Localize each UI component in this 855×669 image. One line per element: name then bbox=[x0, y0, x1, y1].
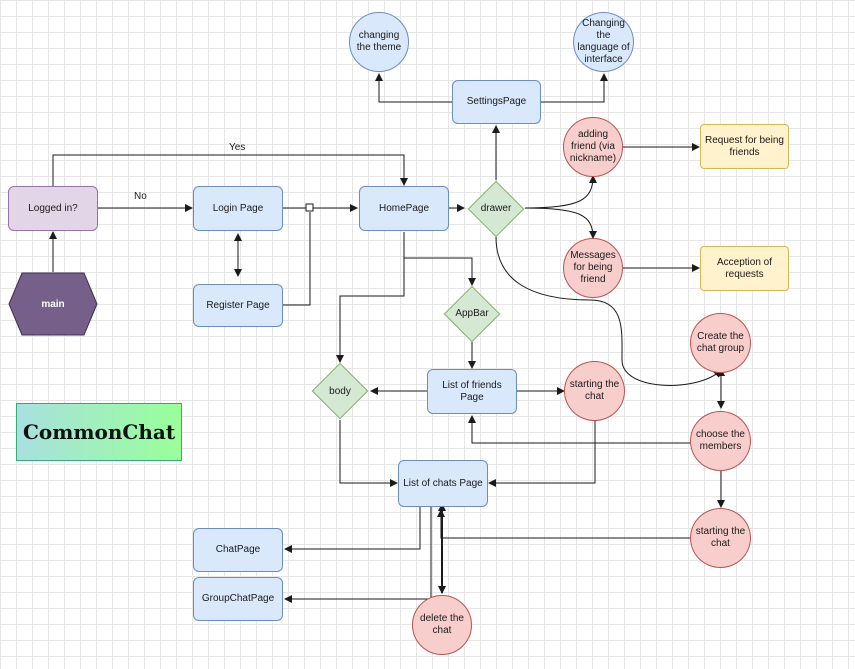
node-request-friends[interactable]: Request for being friends bbox=[700, 124, 789, 169]
node-register-page[interactable]: Register Page bbox=[193, 284, 283, 327]
node-acception-requests[interactable]: Acception of requests bbox=[700, 246, 789, 291]
node-changing-theme-label: changing the theme bbox=[356, 30, 402, 53]
title-text: CommonChat bbox=[22, 420, 176, 444]
edge-chats-chatpage bbox=[284, 507, 421, 553]
node-login-page[interactable]: Login Page bbox=[193, 186, 283, 231]
node-list-chats-label: List of chats Page bbox=[403, 477, 483, 489]
node-login-page-label: Login Page bbox=[212, 202, 264, 214]
node-body-label: body bbox=[329, 385, 351, 397]
edge-home-body bbox=[336, 232, 405, 363]
node-changing-language-label: Changing the language of interface bbox=[577, 18, 630, 65]
node-request-friends-label: Request for being friends bbox=[705, 134, 784, 158]
node-acception-requests-label: Acception of requests bbox=[716, 256, 773, 280]
node-home-page[interactable]: HomePage bbox=[359, 186, 449, 231]
edge-settings-language bbox=[541, 73, 608, 103]
node-starting-chat-group-label: starting the chat bbox=[695, 526, 746, 549]
node-logged-in-label: Logged in? bbox=[28, 202, 78, 214]
node-register-page-label: Register Page bbox=[206, 299, 270, 311]
node-choose-members[interactable]: choose the members bbox=[690, 411, 751, 471]
node-changing-language[interactable]: Changing the language of interface bbox=[573, 12, 634, 72]
edge-drawer-create bbox=[495, 236, 722, 386]
edge-yes bbox=[52, 154, 408, 186]
node-create-group-label: Create the chat group bbox=[696, 331, 745, 354]
node-list-friends[interactable]: List of friends Page bbox=[427, 369, 517, 414]
title-logo: CommonChat bbox=[16, 403, 182, 461]
node-starting-chat-friend[interactable]: starting the chat bbox=[564, 361, 625, 421]
node-settings-page-label: SettingsPage bbox=[466, 96, 527, 107]
node-drawer[interactable]: drawer bbox=[466, 180, 526, 237]
node-main-label: main bbox=[41, 298, 65, 310]
junction-point bbox=[305, 203, 314, 212]
edge-choose-friends bbox=[468, 415, 691, 444]
node-home-page-label: HomePage bbox=[378, 202, 430, 214]
node-group-chat-page[interactable]: GroupChatPage bbox=[193, 577, 283, 621]
node-chat-page-label: ChatPage bbox=[215, 544, 261, 555]
edge-body-chats bbox=[339, 420, 398, 487]
node-adding-friend[interactable]: adding friend (via nickname) bbox=[563, 117, 623, 177]
node-settings-page[interactable]: SettingsPage bbox=[452, 80, 541, 124]
node-messages-friend-label: Messages for being friend bbox=[570, 250, 616, 285]
node-delete-chat[interactable]: delete the chat bbox=[412, 595, 472, 655]
node-appbar[interactable]: AppBar bbox=[442, 285, 502, 342]
hexagon-shape bbox=[8, 272, 98, 336]
edge-label-yes: Yes bbox=[229, 142, 246, 153]
edge-drawer-messages bbox=[524, 207, 597, 239]
node-create-group[interactable]: Create the chat group bbox=[690, 313, 751, 373]
node-delete-chat-label: delete the chat bbox=[420, 613, 464, 636]
node-changing-theme[interactable]: changing the theme bbox=[349, 12, 409, 72]
node-adding-friend-label: adding friend (via nickname) bbox=[569, 129, 617, 164]
node-chat-page[interactable]: ChatPage bbox=[193, 528, 283, 572]
node-starting-chat-group[interactable]: starting the chat bbox=[690, 508, 751, 568]
node-choose-members-label: choose the members bbox=[696, 429, 745, 452]
node-group-chat-page-label: GroupChatPage bbox=[201, 593, 275, 604]
edge-register-junction bbox=[283, 212, 311, 306]
edge-label-no: No bbox=[134, 191, 147, 202]
edge-drawer-adding bbox=[524, 175, 597, 209]
edge-startingfriend-chats bbox=[488, 420, 596, 487]
node-list-chats[interactable]: List of chats Page bbox=[398, 460, 488, 507]
node-main[interactable]: main bbox=[8, 272, 98, 336]
node-messages-friend[interactable]: Messages for being friend bbox=[563, 238, 623, 298]
node-list-friends-label: List of friends Page bbox=[442, 379, 502, 403]
node-appbar-label: AppBar bbox=[455, 308, 489, 319]
node-drawer-label: drawer bbox=[480, 203, 512, 214]
node-logged-in[interactable]: Logged in? bbox=[8, 186, 98, 231]
node-starting-chat-friend-label: starting the chat bbox=[569, 379, 620, 402]
edge-settings-theme bbox=[375, 73, 452, 103]
node-body[interactable]: body bbox=[310, 362, 370, 420]
